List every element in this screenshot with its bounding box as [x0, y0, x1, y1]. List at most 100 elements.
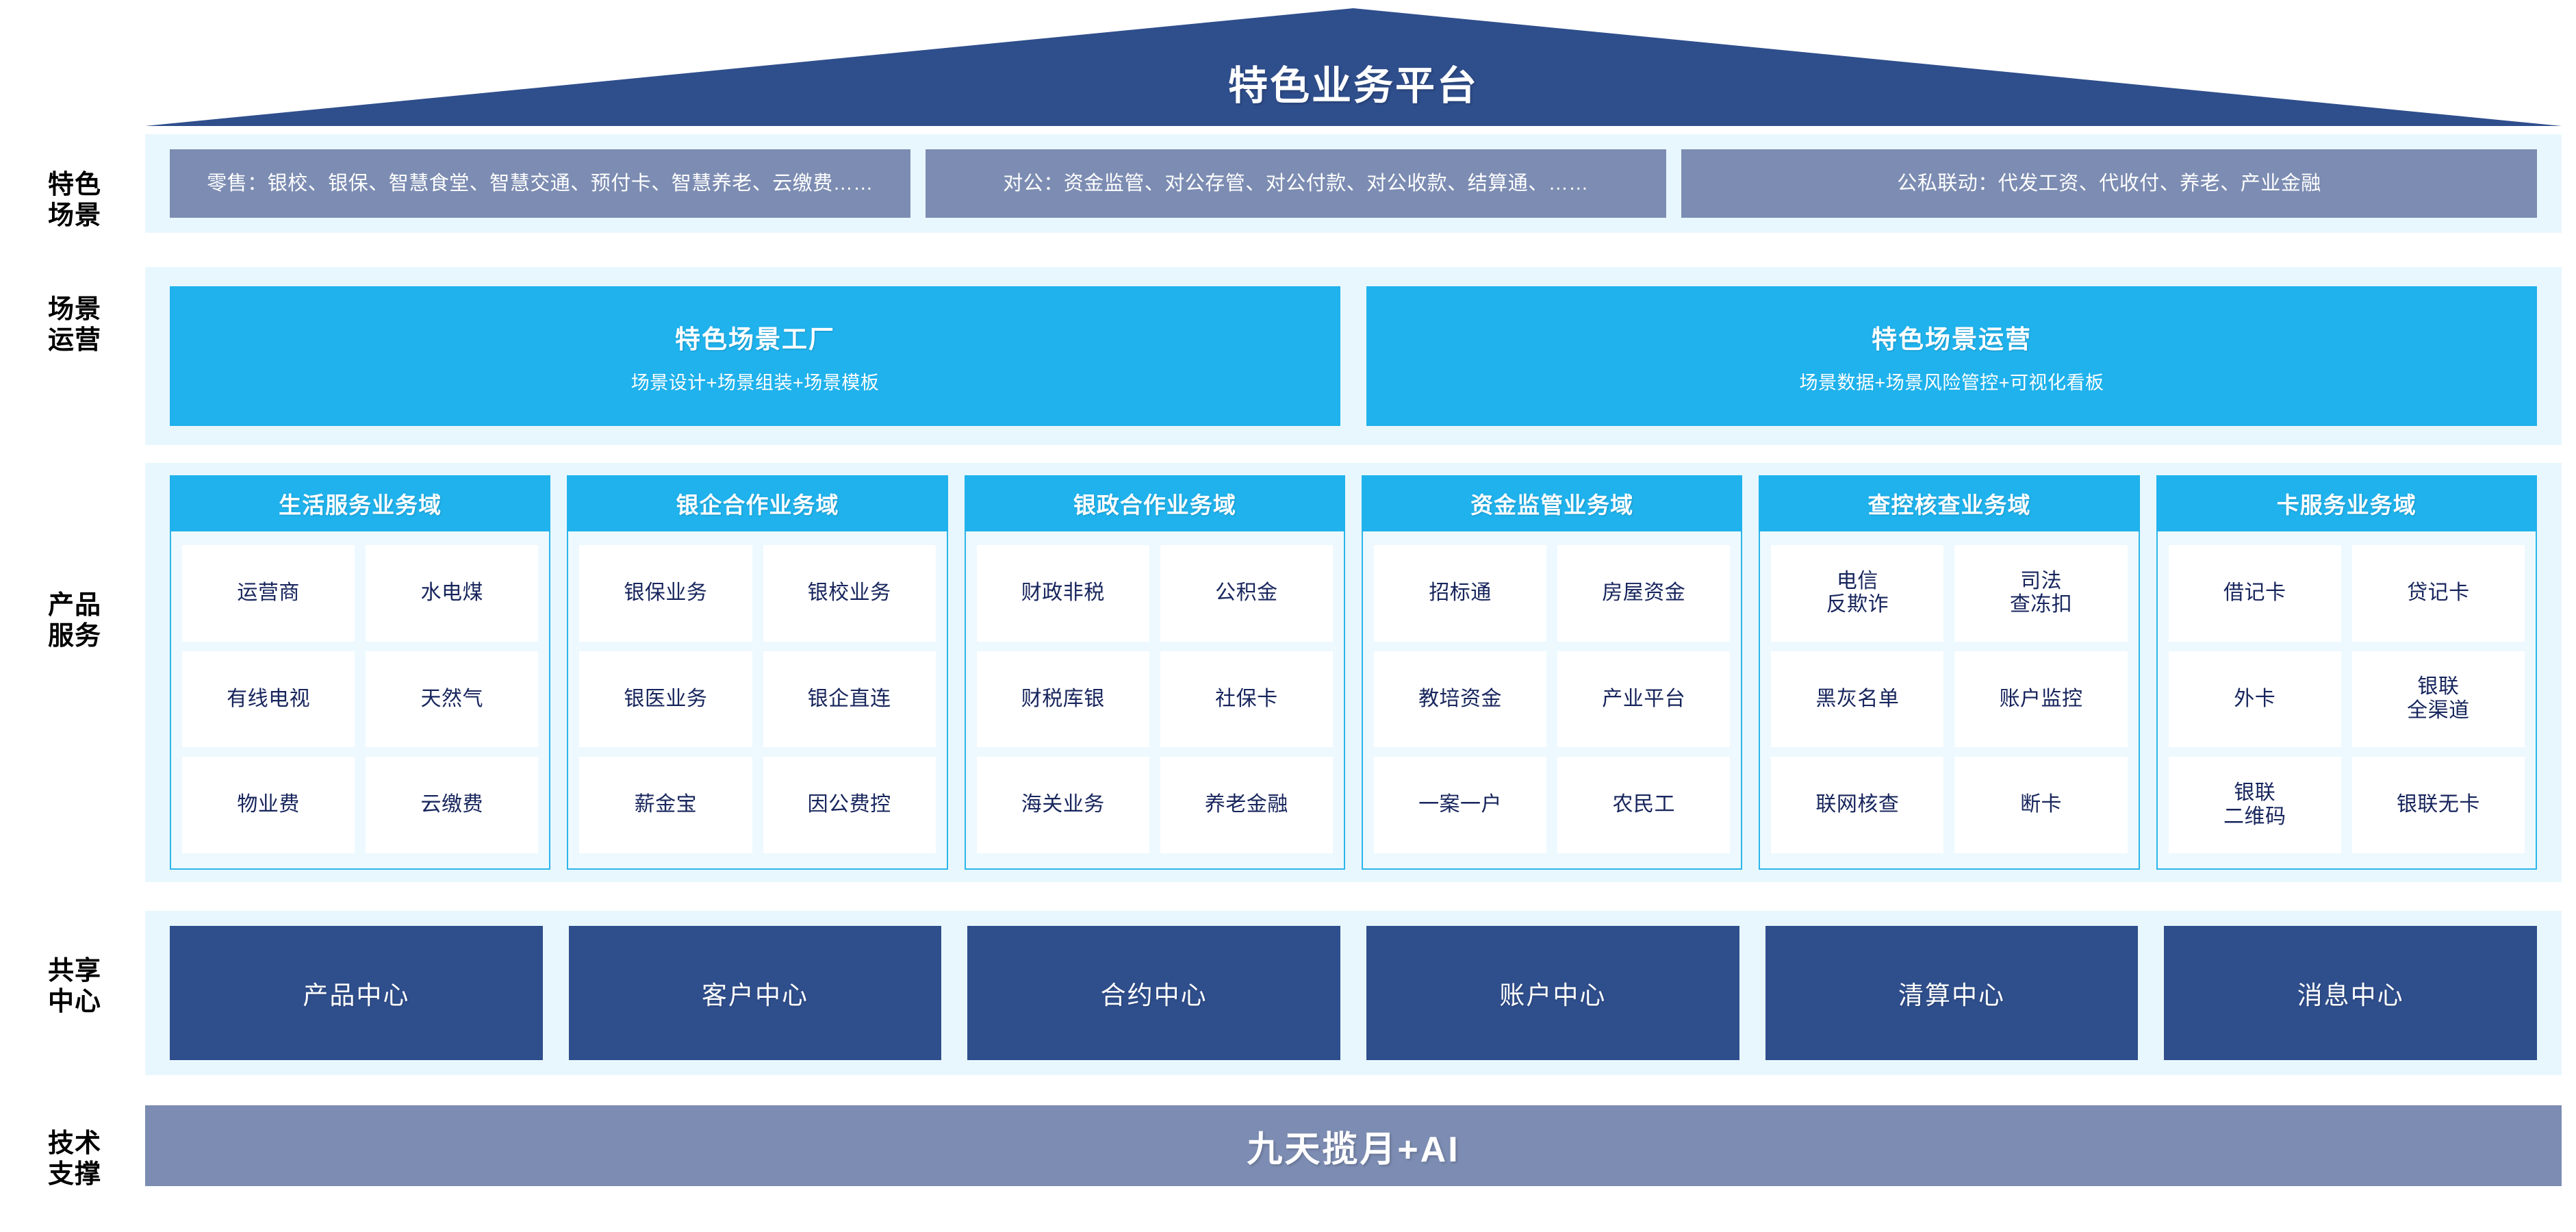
domain-cell[interactable]: 断卡: [1954, 757, 2128, 854]
domain-body: 电信 反欺诈 司法 查冻扣 黑灰名单 账户监控 联网核查 断卡: [1759, 531, 2140, 870]
domain-column-bank-government: 银政合作业务域 财政非税 公积金 财税库银 社保卡 海关业务 养老金融: [964, 475, 1345, 870]
scenario-card-retail[interactable]: 零售：银校、银保、智慧食堂、智慧交通、预付卡、智慧养老、云缴费……: [170, 149, 910, 218]
center-card-clearing[interactable]: 清算中心: [1765, 926, 2139, 1060]
domain-cell[interactable]: 社保卡: [1160, 651, 1333, 748]
domain-cell-row: 教培资金 产业平台: [1373, 651, 1731, 748]
domain-cell[interactable]: 银联 二维码: [2168, 757, 2341, 854]
domain-cell[interactable]: 一案一户: [1373, 757, 1547, 854]
domain-cell[interactable]: 账户监控: [1954, 651, 2128, 748]
operations-card-title: 特色场景工厂: [675, 325, 835, 353]
center-card-product[interactable]: 产品中心: [170, 926, 543, 1060]
domain-cell-row: 黑灰名单 账户监控: [1771, 651, 2128, 748]
shared-centers-band: 产品中心 客户中心 合约中心 账户中心 清算中心 消息中心: [145, 911, 2562, 1075]
scenarios-row: 零售：银校、银保、智慧食堂、智慧交通、预付卡、智慧养老、云缴费…… 对公：资金监…: [145, 149, 2562, 218]
domain-column-bank-enterprise: 银企合作业务域 银保业务 银校业务 银医业务 银企直连 薪金宝 因公费控: [567, 475, 948, 870]
domain-cell-row: 借记卡 贷记卡: [2168, 545, 2525, 642]
domain-cell[interactable]: 养老金融: [1160, 757, 1333, 854]
domain-cell[interactable]: 财政非税: [976, 545, 1149, 642]
domain-cell-row: 有线电视 天然气: [182, 651, 539, 748]
tech-support-bar[interactable]: 九天揽月+AI: [145, 1105, 2562, 1186]
page-title: 特色业务平台: [1227, 64, 1479, 108]
domain-title: 查控核查业务域: [1759, 475, 2140, 531]
domain-column-investigation-control: 查控核查业务域 电信 反欺诈 司法 查冻扣 黑灰名单 账户监控 联网核查 断卡: [1759, 475, 2140, 870]
product-domains-row: 生活服务业务域 运营商 水电煤 有线电视 天然气 物业费 云缴费: [145, 475, 2562, 870]
domain-cell[interactable]: 房屋资金: [1557, 545, 1731, 642]
domain-cell[interactable]: 黑灰名单: [1771, 651, 1944, 748]
operations-card-subtitle: 场景设计+场景组装+场景模板: [630, 372, 880, 393]
domain-cell[interactable]: 天然气: [366, 651, 539, 748]
product-domains-band: 生活服务业务域 运营商 水电煤 有线电视 天然气 物业费 云缴费: [145, 463, 2562, 882]
domain-cell-row: 银医业务 银企直连: [579, 651, 936, 748]
domain-title: 卡服务业务域: [2156, 475, 2537, 531]
domain-title: 生活服务业务域: [170, 475, 551, 531]
domain-cell[interactable]: 银校业务: [763, 545, 936, 642]
operations-card-scene-operation[interactable]: 特色场景运营 场景数据+场景风险管控+可视化看板: [1366, 286, 2537, 426]
domain-cell[interactable]: 司法 查冻扣: [1954, 545, 2128, 642]
row-label-products: 产品 服务: [47, 591, 101, 651]
domain-cell-row: 薪金宝 因公费控: [579, 757, 936, 854]
domain-cell-row: 物业费 云缴费: [182, 757, 539, 854]
row-label-shared-centers: 共享 中心: [47, 957, 101, 1016]
domain-cell-row: 财政非税 公积金: [976, 545, 1333, 642]
shared-centers-row: 产品中心 客户中心 合约中心 账户中心 清算中心 消息中心: [145, 926, 2562, 1060]
domain-title: 银政合作业务域: [964, 475, 1345, 531]
domain-cell-row: 招标通 房屋资金: [1373, 545, 1731, 642]
domain-body: 招标通 房屋资金 教培资金 产业平台 一案一户 农民工: [1361, 531, 1743, 870]
domain-cell[interactable]: 云缴费: [366, 757, 539, 854]
row-label-tech-support: 技术 支撑: [47, 1129, 101, 1189]
domain-cell[interactable]: 借记卡: [2168, 545, 2341, 642]
domain-column-life-services: 生活服务业务域 运营商 水电煤 有线电视 天然气 物业费 云缴费: [170, 475, 551, 870]
domain-cell-row: 银联 二维码 银联无卡: [2168, 757, 2525, 854]
domain-cell[interactable]: 银医业务: [579, 651, 752, 748]
domain-cell[interactable]: 外卡: [2168, 651, 2341, 748]
domain-cell[interactable]: 海关业务: [976, 757, 1149, 854]
domain-cell[interactable]: 薪金宝: [579, 757, 752, 854]
domain-cell[interactable]: 招标通: [1373, 545, 1547, 642]
scenario-card-corporate[interactable]: 对公：资金监管、对公存管、对公付款、对公收款、结算通、……: [926, 149, 1666, 218]
domain-title: 资金监管业务域: [1361, 475, 1743, 531]
domain-cell-row: 一案一户 农民工: [1373, 757, 1731, 854]
row-label-scenarios: 特色 场景: [47, 171, 101, 230]
center-card-account[interactable]: 账户中心: [1366, 926, 1739, 1060]
domain-cell[interactable]: 公积金: [1160, 545, 1333, 642]
scenario-card-public-private[interactable]: 公私联动：代发工资、代收付、养老、产业金融: [1681, 149, 2537, 218]
operations-band: 特色场景工厂 场景设计+场景组装+场景模板 特色场景运营 场景数据+场景风险管控…: [145, 267, 2562, 445]
domain-cell-row: 联网核查 断卡: [1771, 757, 2128, 854]
operations-row: 特色场景工厂 场景设计+场景组装+场景模板 特色场景运营 场景数据+场景风险管控…: [145, 286, 2562, 426]
domain-cell[interactable]: 水电煤: [366, 545, 539, 642]
domain-cell[interactable]: 银联无卡: [2351, 757, 2525, 854]
domain-cell[interactable]: 银联 全渠道: [2351, 651, 2525, 748]
domain-body: 财政非税 公积金 财税库银 社保卡 海关业务 养老金融: [964, 531, 1345, 870]
domain-cell[interactable]: 财税库银: [976, 651, 1149, 748]
domain-cell[interactable]: 运营商: [182, 545, 355, 642]
center-card-contract[interactable]: 合约中心: [967, 926, 1341, 1060]
domain-cell-row: 外卡 银联 全渠道: [2168, 651, 2525, 748]
domain-cell[interactable]: 农民工: [1557, 757, 1731, 854]
domain-cell-row: 运营商 水电煤: [182, 545, 539, 642]
domain-cell-row: 电信 反欺诈 司法 查冻扣: [1771, 545, 2128, 642]
domain-cell-row: 海关业务 养老金融: [976, 757, 1333, 854]
domain-cell[interactable]: 有线电视: [182, 651, 355, 748]
domain-cell[interactable]: 产业平台: [1557, 651, 1731, 748]
domain-cell-row: 财税库银 社保卡: [976, 651, 1333, 748]
operations-card-title: 特色场景运营: [1872, 325, 2032, 353]
domain-body: 银保业务 银校业务 银医业务 银企直连 薪金宝 因公费控: [567, 531, 948, 870]
domain-cell[interactable]: 银保业务: [579, 545, 752, 642]
domain-body: 运营商 水电煤 有线电视 天然气 物业费 云缴费: [170, 531, 551, 870]
row-label-operations: 场景 运营: [47, 295, 101, 355]
center-card-message[interactable]: 消息中心: [2164, 926, 2538, 1060]
platform-roof-banner: 特色业务平台: [145, 8, 2562, 126]
domain-cell[interactable]: 贷记卡: [2351, 545, 2525, 642]
domain-cell[interactable]: 电信 反欺诈: [1771, 545, 1944, 642]
domain-cell[interactable]: 银企直连: [763, 651, 936, 748]
operations-card-subtitle: 场景数据+场景风险管控+可视化看板: [1799, 372, 2104, 393]
domain-cell[interactable]: 物业费: [182, 757, 355, 854]
domain-cell[interactable]: 教培资金: [1373, 651, 1547, 748]
domain-cell[interactable]: 因公费控: [763, 757, 936, 854]
operations-card-scene-factory[interactable]: 特色场景工厂 场景设计+场景组装+场景模板: [170, 286, 1340, 426]
domain-column-fund-supervision: 资金监管业务域 招标通 房屋资金 教培资金 产业平台 一案一户 农民工: [1361, 475, 1743, 870]
scenarios-band: 零售：银校、银保、智慧食堂、智慧交通、预付卡、智慧养老、云缴费…… 对公：资金监…: [145, 134, 2562, 233]
domain-cell[interactable]: 联网核查: [1771, 757, 1944, 854]
center-card-customer[interactable]: 客户中心: [568, 926, 942, 1060]
